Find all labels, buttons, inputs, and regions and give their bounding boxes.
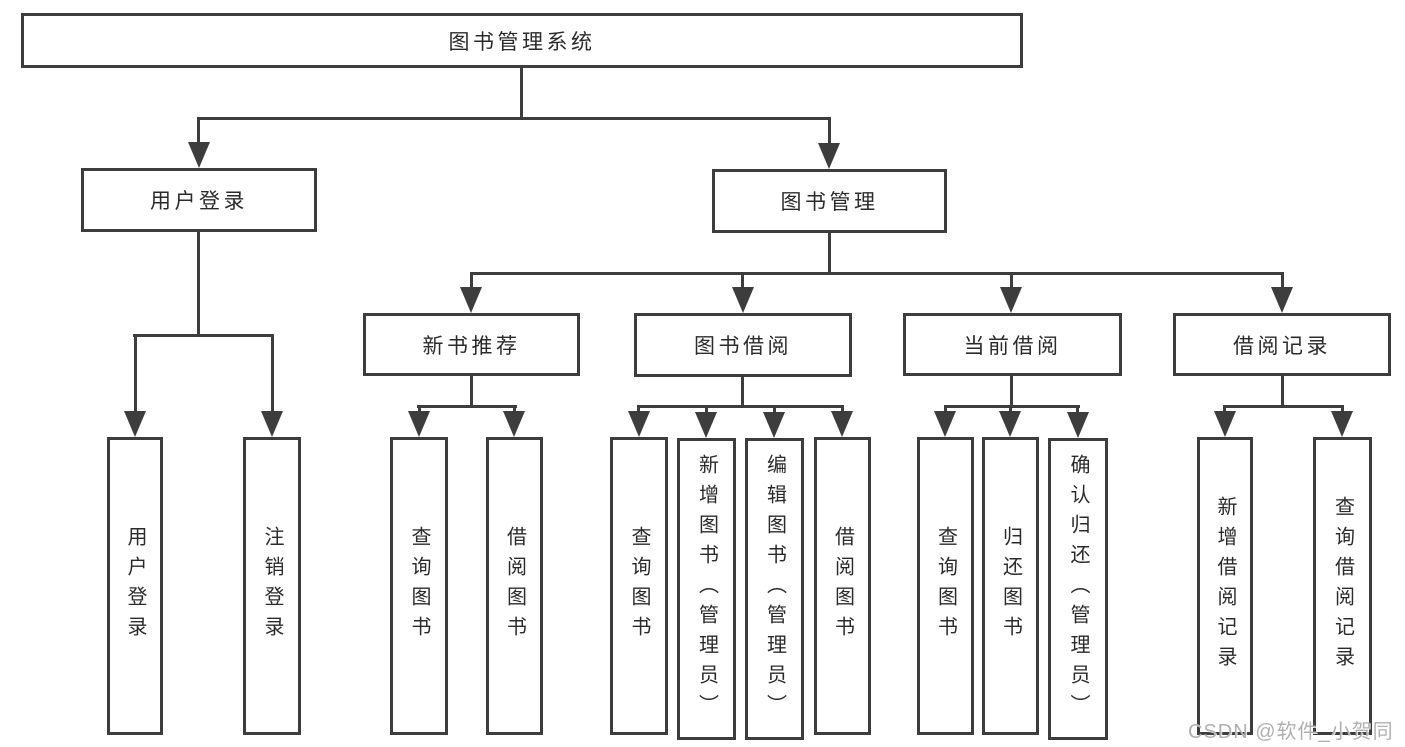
connector-stem-bor-add	[705, 405, 708, 415]
connector-recommend-bar	[417, 405, 517, 408]
arrowhead-bor-borrow	[831, 411, 853, 437]
node-label: 编辑图书（管理员）	[763, 454, 786, 724]
node-library-management-system: 图书管理系统	[21, 13, 1023, 68]
connector-borrow-trunk	[741, 377, 744, 408]
node-label: 借阅图书	[503, 526, 526, 646]
connector-login-trunk	[197, 232, 200, 337]
connector-current-trunk	[1010, 376, 1013, 408]
connector-management-trunk	[828, 233, 831, 275]
connector-stem-borrow-records	[1281, 272, 1284, 290]
node-label: 归还图书	[999, 526, 1022, 646]
node-label: 借阅图书	[831, 526, 854, 646]
node-label: 图书管理	[780, 191, 879, 214]
node-borrow-records: 借阅记录	[1173, 313, 1391, 376]
node-label: 用户登录	[124, 526, 146, 646]
node-leaf-return-books: 归还图书	[982, 437, 1039, 735]
connector-stem-login-leaf	[134, 334, 137, 414]
connector-stem-logout-leaf	[271, 334, 274, 414]
connector-stem-cur-return	[1009, 405, 1012, 415]
arrowhead-borrow-records	[1271, 287, 1293, 313]
arrowhead-recd-add	[1214, 411, 1236, 437]
arrowhead-login-leaf	[124, 411, 146, 437]
connector-records-bar	[1224, 405, 1344, 408]
arrowhead-current-borrow	[1000, 287, 1022, 313]
connector-stem-user-login	[197, 117, 200, 145]
node-new-book-recommend: 新书推荐	[363, 313, 580, 376]
node-label: 新增图书（管理员）	[695, 454, 718, 724]
node-leaf-add-borrow-record: 新增借阅记录	[1197, 437, 1253, 735]
arrowhead-new-book	[460, 287, 482, 313]
arrowhead-bor-query	[628, 411, 650, 437]
arrowhead-rec-borrow	[503, 411, 525, 437]
connector-stem-cur-confirm	[1076, 405, 1079, 415]
arrowhead-bor-add	[695, 412, 717, 438]
arrowhead-logout-leaf	[261, 411, 283, 437]
connector-stem-recd-query	[1341, 405, 1344, 415]
node-label: 当前借阅	[963, 334, 1062, 358]
node-label: 注销登录	[261, 526, 283, 646]
node-label: 查询图书	[408, 526, 430, 646]
arrowhead-user-login	[188, 142, 210, 168]
node-leaf-rec-query-books: 查询图书	[390, 437, 448, 735]
connector-management-bar	[470, 272, 1284, 275]
node-leaf-bor-query-books: 查询图书	[610, 437, 668, 735]
node-label: 图书管理系统	[448, 30, 596, 54]
arrowhead-book-management	[818, 143, 840, 169]
csdn-watermark: CSDN @软件_小贺同学	[1188, 721, 1394, 743]
node-label: 新书推荐	[422, 334, 521, 358]
connector-borrow-bar	[637, 405, 844, 408]
connector-stem-bor-edit	[773, 405, 776, 415]
arrowhead-cur-confirm	[1067, 412, 1089, 438]
connector-stem-book-management	[828, 117, 831, 145]
node-current-borrow: 当前借阅	[903, 313, 1122, 376]
arrowhead-cur-return	[999, 411, 1021, 437]
node-label: 查询图书	[934, 526, 957, 646]
connector-stem-rec-borrow	[513, 405, 516, 415]
node-label: 查询借阅记录	[1331, 496, 1354, 676]
node-leaf-edit-book-admin: 编辑图书（管理员）	[745, 438, 804, 740]
node-leaf-confirm-return-admin: 确认归还（管理员）	[1048, 438, 1108, 740]
node-label: 查询图书	[628, 526, 650, 646]
connector-stem-bor-borrow	[841, 405, 844, 415]
node-leaf-logout: 注销登录	[243, 437, 301, 735]
connector-recommend-trunk	[470, 376, 473, 408]
connector-stem-new-book	[470, 272, 473, 290]
node-leaf-rec-borrow-books: 借阅图书	[486, 437, 543, 735]
node-label: 新增借阅记录	[1214, 496, 1236, 676]
arrowhead-recd-query	[1331, 411, 1353, 437]
node-label: 图书借阅	[694, 335, 792, 358]
connector-current-bar	[944, 405, 1080, 408]
arrowhead-cur-query	[934, 411, 956, 437]
node-leaf-cur-query-books: 查询图书	[917, 437, 974, 735]
node-user-login: 用户登录	[81, 168, 317, 232]
arrowhead-rec-query	[408, 411, 430, 437]
connector-stem-current-borrow	[1010, 272, 1013, 290]
connector-stem-bor-query	[637, 405, 640, 415]
connector-login-bar	[133, 334, 274, 337]
node-label: 用户登录	[150, 190, 248, 213]
node-book-management: 图书管理	[712, 169, 947, 233]
connector-root-bar	[197, 117, 831, 120]
node-label: 借阅记录	[1233, 334, 1331, 358]
node-leaf-query-borrow-record: 查询借阅记录	[1313, 437, 1372, 735]
node-label: 确认归还（管理员）	[1067, 454, 1089, 724]
connector-records-trunk	[1281, 376, 1284, 408]
connector-stem-cur-query	[944, 405, 947, 415]
connector-stem-rec-query	[418, 405, 421, 415]
arrowhead-book-borrow	[732, 287, 754, 313]
connector-root-trunk	[520, 68, 523, 120]
connector-stem-recd-add	[1223, 405, 1226, 415]
node-leaf-add-book-admin: 新增图书（管理员）	[677, 438, 736, 740]
node-leaf-bor-borrow-books: 借阅图书	[814, 437, 871, 735]
connector-stem-book-borrow	[741, 272, 744, 290]
node-book-borrow: 图书借阅	[634, 313, 852, 377]
node-leaf-user-login: 用户登录	[107, 437, 163, 735]
arrowhead-bor-edit	[763, 412, 785, 438]
